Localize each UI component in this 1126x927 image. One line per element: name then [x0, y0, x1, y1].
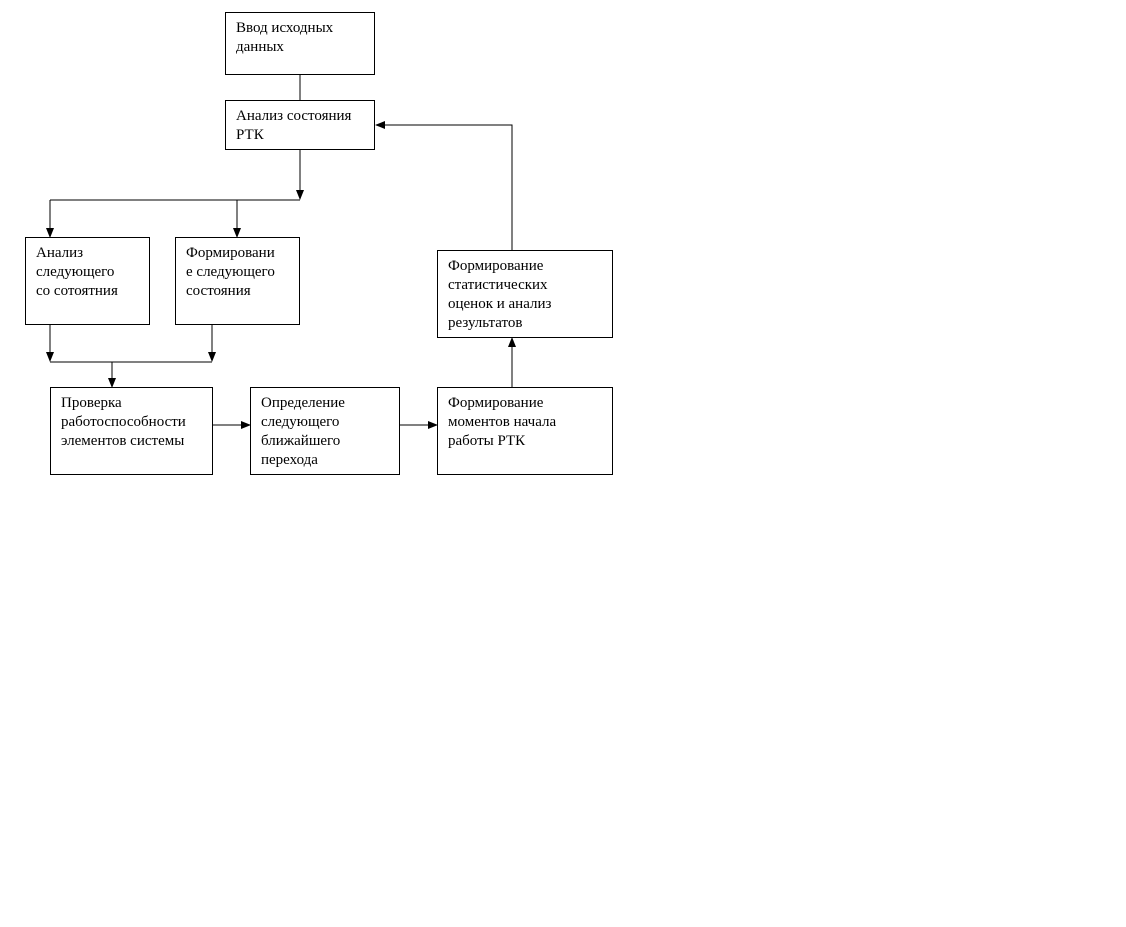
node-formation-moments: Формирование моментов начала работы РТК — [437, 387, 613, 475]
node-formation-statistics: Формирование статистических оценок и ана… — [437, 250, 613, 338]
node-input-data: Ввод исходных данных — [225, 12, 375, 75]
node-analysis-next-state: Анализ следующего со сотоятния — [25, 237, 150, 325]
node-check-system: Проверка работоспособности элементов сис… — [50, 387, 213, 475]
node-formation-next-state: Формировани е следующего состояния — [175, 237, 300, 325]
node-define-transition: Определение следующего ближайшего перехо… — [250, 387, 400, 475]
connector-feedback-loop — [375, 121, 513, 250]
node-analysis-state: Анализ состояния РТК — [225, 100, 375, 150]
